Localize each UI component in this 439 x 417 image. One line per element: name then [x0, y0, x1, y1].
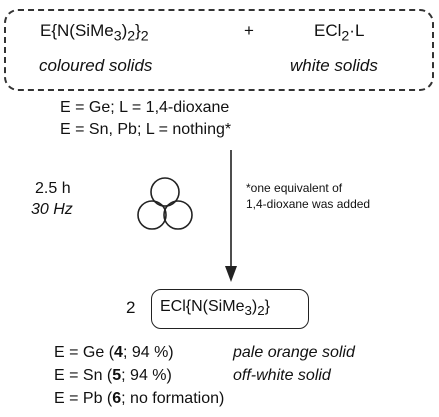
result-row-ge: E = Ge (4; 94 %) — [54, 344, 174, 361]
product-coefficient: 2 — [126, 298, 136, 317]
result-description-ge: pale orange solid — [233, 344, 355, 361]
condition-line-2: E = Sn, Pb; L = nothing* — [60, 121, 232, 138]
ball-mill-icon — [137, 177, 193, 230]
reactant-1-formula: E{N(SiMe3)2}2 — [40, 21, 149, 45]
plus-sign: + — [244, 21, 254, 40]
product-box — [151, 289, 309, 329]
reactant-2-state: white solids — [290, 56, 378, 75]
reactant-2-formula: ECl2·L — [314, 21, 365, 45]
reaction-arrow-head — [225, 266, 237, 282]
footnote-line-2: 1,4-dioxane was added — [246, 197, 371, 211]
reactant-1-state: coloured solids — [39, 56, 153, 75]
footnote-line-1: *one equivalent of — [246, 181, 343, 195]
result-row-sn: E = Sn (5; 94 %) — [54, 367, 172, 384]
result-description-sn: off-white solid — [233, 367, 331, 384]
reactants-dashed-box — [4, 9, 434, 91]
condition-line-1: E = Ge; L = 1,4-dioxane — [60, 99, 230, 116]
product-formula: ECl{N(SiMe3)2} — [160, 298, 270, 319]
result-row-pb: E = Pb (6; no formation) — [54, 390, 225, 407]
milling-time: 2.5 h — [35, 180, 71, 197]
milling-frequency: 30 Hz — [31, 201, 73, 218]
